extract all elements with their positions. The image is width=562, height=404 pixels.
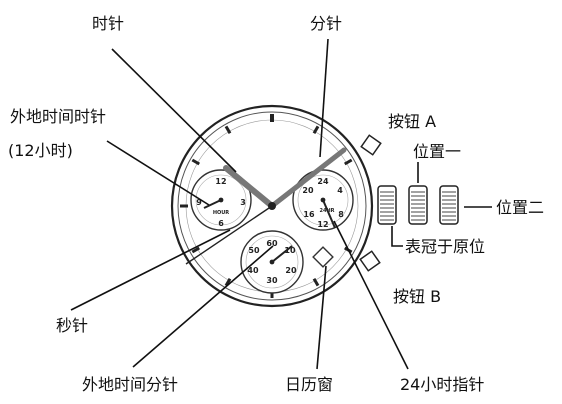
bottom-subdial: 60 10 20 30 40 50 bbox=[240, 230, 304, 294]
button-b bbox=[359, 250, 381, 272]
label-second-hand: 秒针 bbox=[56, 316, 88, 335]
leader-date-window bbox=[316, 265, 327, 370]
leader-lines bbox=[70, 38, 492, 370]
label-world-time-hour-line1: 外地时间时针 bbox=[10, 107, 106, 126]
left-subdial-6: 6 bbox=[218, 219, 224, 228]
left-subdial-12: 12 bbox=[215, 177, 226, 186]
label-hour-hand: 时针 bbox=[92, 14, 124, 33]
hour-marker bbox=[312, 125, 320, 135]
right-subdial-8: 8 bbox=[338, 210, 344, 219]
bottom-subdial-50: 50 bbox=[248, 246, 260, 255]
right-subdial-16: 16 bbox=[303, 210, 315, 219]
left-subdial-9: 9 bbox=[196, 198, 202, 207]
right-subdial-24: 24 bbox=[317, 177, 329, 186]
hour-marker bbox=[343, 158, 353, 166]
label-position-two: 位置二 bbox=[496, 198, 544, 217]
leader-second-hand bbox=[70, 229, 231, 311]
hour-marker bbox=[224, 277, 232, 287]
bottom-subdial-40: 40 bbox=[247, 266, 259, 275]
minute-hand bbox=[269, 147, 347, 209]
label-button-a: 按钮 A bbox=[388, 112, 436, 131]
label-24h-hand: 24小时指针 bbox=[400, 375, 484, 394]
bottom-subdial-30: 30 bbox=[266, 276, 278, 285]
button-a bbox=[360, 134, 382, 156]
label-world-time-hour-line2: (12小时) bbox=[8, 141, 73, 160]
label-button-b: 按钮 B bbox=[393, 287, 441, 306]
world-time-minute-hand bbox=[271, 245, 293, 263]
left-subdial: 12 3 6 9 HOUR bbox=[190, 169, 252, 231]
main-hands bbox=[185, 147, 347, 265]
label-date-window: 日历窗 bbox=[285, 375, 333, 394]
right-subdial-4: 4 bbox=[337, 186, 343, 195]
hour-marker bbox=[312, 277, 320, 287]
label-world-time-minute: 外地时间分针 bbox=[82, 375, 178, 394]
label-position-one: 位置一 bbox=[413, 142, 461, 161]
leader-minute-hand bbox=[319, 38, 329, 158]
world-time-hour-hand bbox=[203, 199, 222, 209]
label-minute-hand: 分针 bbox=[310, 14, 342, 33]
hour-markers bbox=[180, 114, 353, 298]
label-crown-home: 表冠于原位 bbox=[405, 237, 485, 256]
date-window bbox=[312, 246, 334, 268]
left-subdial-word: HOUR bbox=[213, 210, 229, 216]
second-hand bbox=[185, 205, 273, 265]
bottom-subdial-10: 10 bbox=[284, 246, 296, 255]
right-subdial-20: 20 bbox=[302, 186, 314, 195]
hour-marker bbox=[191, 158, 201, 166]
hour-marker bbox=[224, 125, 232, 135]
leader-hour-hand bbox=[111, 48, 237, 173]
leader-world-hour bbox=[106, 140, 210, 206]
right-subdial-12: 12 bbox=[317, 220, 328, 229]
crown-home-position bbox=[377, 185, 397, 225]
leader-crown-home bbox=[391, 226, 403, 247]
crown-position-one bbox=[408, 185, 428, 225]
crown-position-two bbox=[439, 185, 459, 225]
left-subdial-3: 3 bbox=[240, 198, 246, 207]
bottom-subdial-60: 60 bbox=[266, 239, 278, 248]
right-subdial: 24 4 20 16 8 12 24HR bbox=[292, 169, 354, 231]
leader-world-minute bbox=[132, 245, 274, 368]
bottom-subdial-20: 20 bbox=[285, 266, 297, 275]
hour-marker bbox=[191, 246, 201, 254]
hour24-hand bbox=[322, 199, 336, 229]
hour-hand bbox=[223, 165, 275, 209]
leader-24h-hand bbox=[333, 220, 409, 370]
